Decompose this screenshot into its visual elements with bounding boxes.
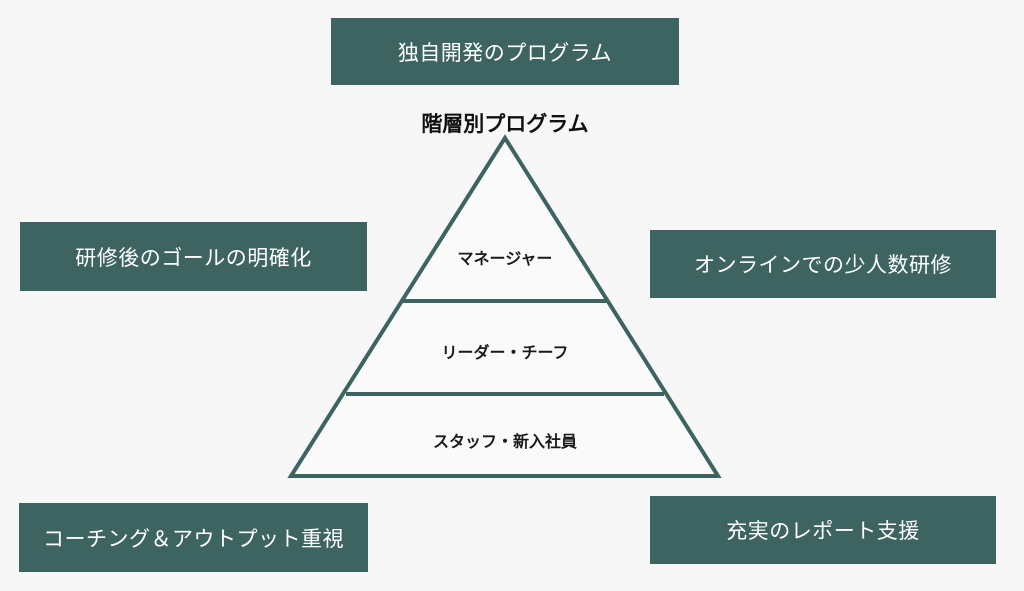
- feature-box-label: コーチング＆アウトプット重視: [43, 526, 344, 551]
- feature-box-goal-clarification: 研修後のゴールの明確化: [20, 222, 367, 291]
- feature-box-label: 充実のレポート支援: [726, 519, 920, 543]
- pyramid-level-staff-newhire: スタッフ・新入社員: [432, 432, 577, 451]
- feature-box-label: 独自開発のプログラム: [397, 40, 613, 65]
- feature-box-coaching-output: コーチング＆アウトプット重視: [19, 503, 368, 572]
- feature-box-label: 研修後のゴールの明確化: [75, 245, 312, 270]
- pyramid-triangle: [287, 134, 722, 478]
- pyramid-title: 階層別プログラム: [421, 112, 589, 136]
- feature-box-original-program: 独自開発のプログラム: [331, 18, 679, 85]
- feature-box-label: オンラインでの少人数研修: [694, 253, 952, 277]
- pyramid-level-leader-chief: リーダー・チーフ: [441, 343, 569, 362]
- pyramid-level-manager: マネージャー: [457, 249, 553, 268]
- feature-box-online-small-group: オンラインでの少人数研修: [650, 230, 996, 298]
- feature-box-report-support: 充実のレポート支援: [650, 496, 996, 564]
